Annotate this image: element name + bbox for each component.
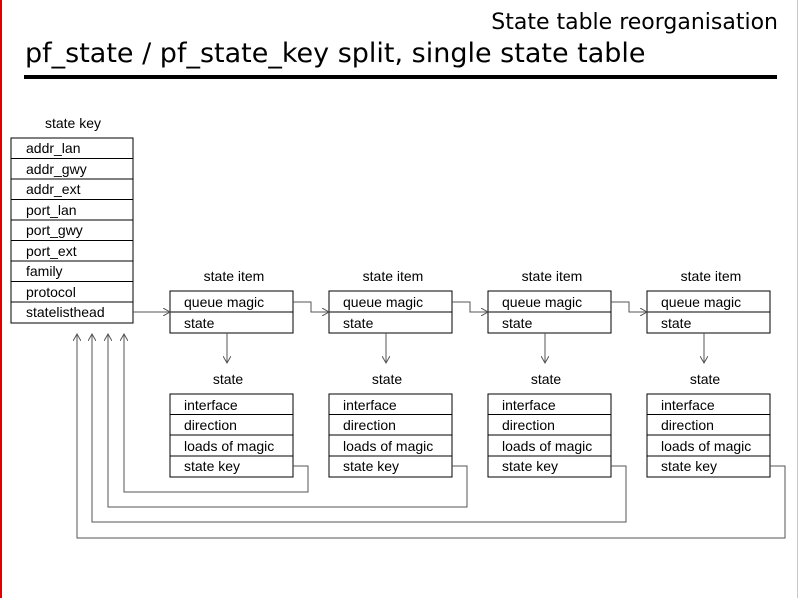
state-field-state-key: state key (184, 458, 240, 474)
state-field-interface: interface (661, 397, 715, 413)
link-state-1-to-state-key (124, 334, 309, 493)
slide-title: pf_state / pf_state_key split, single st… (25, 38, 646, 69)
state-field-state-key: state key (661, 458, 717, 474)
state-caption: state (531, 371, 562, 387)
state-field-loads-of-magic: loads of magic (502, 438, 592, 454)
state-item-caption: state item (681, 268, 742, 284)
state-field-loads-of-magic: loads of magic (184, 438, 274, 454)
state-key-box (10, 137, 134, 324)
state-key-caption: state key (45, 115, 101, 131)
state-field-loads-of-magic: loads of magic (661, 438, 751, 454)
state-key-field-port-lan: port_lan (26, 202, 77, 218)
state-item-group-4: state item queue magic state (646, 268, 771, 334)
state-field-state-key: state key (502, 458, 558, 474)
state-caption: state (690, 371, 721, 387)
state-key-field-port-ext: port_ext (26, 243, 77, 259)
state-item-field-state: state (502, 315, 533, 331)
state-field-direction: direction (343, 417, 396, 433)
state-key-field-protocol: protocol (26, 284, 76, 300)
state-key-dividers (11, 158, 133, 303)
state-caption: state (213, 371, 244, 387)
state-field-direction: direction (502, 417, 555, 433)
state-field-direction: direction (184, 417, 237, 433)
state-item-field-state: state (184, 315, 215, 331)
state-group-2: state interface direction loads of magic… (328, 371, 453, 478)
state-key-field-port-gwy: port_gwy (26, 222, 83, 238)
state-group-1: state interface direction loads of magic… (169, 371, 294, 478)
state-key-field-addr-lan: addr_lan (26, 140, 81, 156)
slide-header: State table reorganisation (491, 10, 778, 35)
state-group-4: state interface direction loads of magic… (646, 371, 771, 478)
state-key-field-addr-ext: addr_ext (26, 181, 81, 197)
state-field-loads-of-magic: loads of magic (343, 438, 433, 454)
slide-frame-left (0, 0, 2, 598)
state-caption: state (372, 371, 403, 387)
state-key-field-addr-gwy: addr_gwy (26, 161, 87, 177)
state-item-caption: state item (204, 268, 265, 284)
link-item-3-to-item-4 (611, 301, 647, 312)
link-item-1-to-item-2 (293, 301, 329, 312)
link-state-3-to-state-key (92, 334, 627, 523)
state-item-field-state: state (661, 315, 692, 331)
state-item-field-queue-magic: queue magic (343, 294, 423, 310)
state-item-field-queue-magic: queue magic (661, 294, 741, 310)
link-state-4-to-state-key (77, 334, 786, 539)
state-field-direction: direction (661, 417, 714, 433)
link-item-2-to-item-3 (452, 301, 488, 312)
state-item-caption: state item (363, 268, 424, 284)
state-group-3: state interface direction loads of magic… (487, 371, 612, 478)
state-item-group-1: state item queue magic state (169, 268, 294, 334)
state-item-field-queue-magic: queue magic (502, 294, 582, 310)
state-item-group-2: state item queue magic state (328, 268, 453, 334)
state-field-interface: interface (184, 397, 238, 413)
state-item-caption: state item (522, 268, 583, 284)
state-item-field-state: state (343, 315, 374, 331)
state-field-interface: interface (502, 397, 556, 413)
title-underline (24, 75, 777, 79)
link-state-2-to-state-key (108, 334, 468, 508)
state-item-group-3: state item queue magic state (487, 268, 612, 334)
state-key-field-statelisthead: statelisthead (26, 304, 105, 320)
state-field-state-key: state key (343, 458, 399, 474)
state-item-field-queue-magic: queue magic (184, 294, 264, 310)
state-key-field-family: family (26, 263, 63, 279)
state-field-interface: interface (343, 397, 397, 413)
